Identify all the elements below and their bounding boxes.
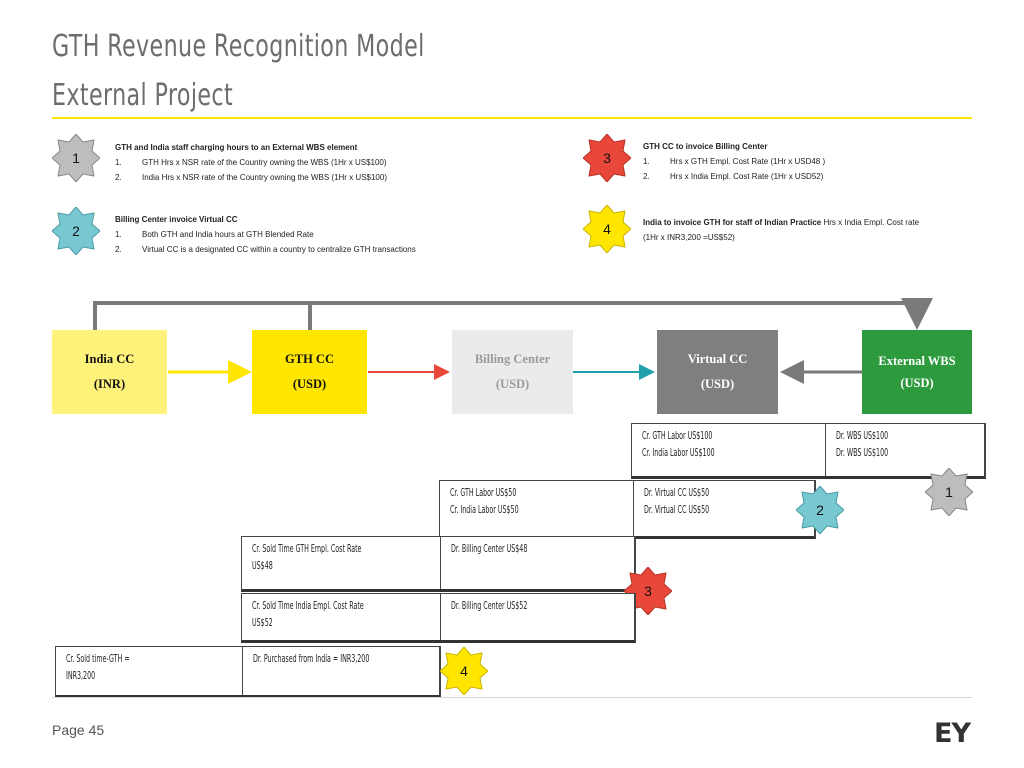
top-connector-line [93, 298, 933, 330]
entity-virtual-cc: Virtual CC(USD) [657, 330, 778, 414]
step-1-note: GTH and India staff charging hours to an… [115, 143, 387, 182]
entity-billing-center: Billing Center(USD) [452, 330, 573, 414]
entity-external-wbs: External WBS(USD) [862, 330, 972, 414]
step-3-badge: 3 [583, 134, 631, 182]
entry-4-badge: 4 [440, 647, 488, 695]
entity-india-cc: India CC(INR) [52, 330, 167, 414]
entity-gth-cc: GTH CC(USD) [252, 330, 367, 414]
entry-3-badge: 3 [624, 567, 672, 615]
entry-1-badge: 1 [925, 468, 973, 516]
step-4-badge: 4 [583, 205, 631, 253]
journal-entry-5: Cr. Sold time-GTH =INR3,200 Dr. Purchase… [55, 646, 441, 698]
step-2-badge: 2 [52, 207, 100, 255]
ey-logo: EY [934, 718, 971, 749]
step-1-badge: 1 [52, 134, 100, 182]
step-3-note: GTH CC to invoice Billing Center 1.Hrs x… [643, 142, 826, 181]
page-subtitle: External Project [52, 78, 234, 113]
title-divider [52, 117, 972, 119]
step-4-note: India to invoice GTH for staff of Indian… [643, 218, 920, 242]
entry-2-badge: 2 [796, 486, 844, 534]
page-number: Page 45 [52, 722, 105, 738]
page-title: GTH Revenue Recognition Model [52, 29, 425, 64]
step-2-note: Billing Center invoice Virtual CC 1.Both… [115, 215, 416, 254]
footer-divider [52, 697, 972, 698]
